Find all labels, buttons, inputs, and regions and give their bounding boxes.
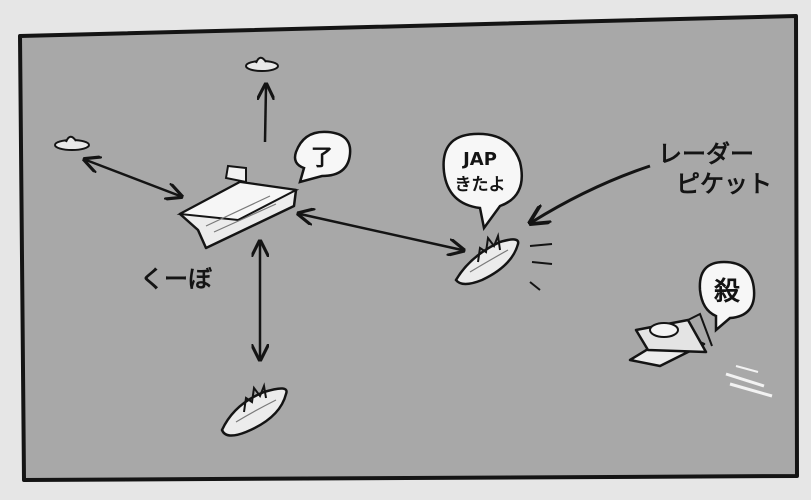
destroyer-south-icon xyxy=(220,382,288,437)
carrier-speech-bubble xyxy=(293,130,352,184)
plane-speech-bubble xyxy=(698,260,756,333)
motion-lines-destroyer xyxy=(529,243,553,291)
carrier-reply-text: 了 xyxy=(311,146,333,171)
arrow-to-destroyer-east xyxy=(300,214,462,250)
arrow-to-west-boat xyxy=(86,160,180,196)
arrow-radar-picket xyxy=(532,164,651,222)
arrow-to-north-boat xyxy=(265,86,266,143)
motion-lines-plane xyxy=(725,365,773,398)
small-boat-west-icon xyxy=(54,135,90,151)
radar-picket-label-line1: レーダー xyxy=(658,140,754,168)
aircraft-carrier-icon xyxy=(176,164,300,250)
destroyer-east-icon xyxy=(454,232,520,286)
radar-picket-label-line2: ピケット xyxy=(676,170,772,198)
carrier-label: くーぼ xyxy=(140,265,213,293)
small-boat-north-icon xyxy=(245,56,279,72)
panel-frame xyxy=(18,14,799,482)
plane-shout-text: 殺 xyxy=(714,277,741,307)
picket-alert-line1: JAP xyxy=(461,149,497,170)
fighter-plane-icon xyxy=(628,312,713,368)
picket-alert-line2: きたよ xyxy=(455,175,506,195)
picket-speech-bubble xyxy=(442,132,523,232)
